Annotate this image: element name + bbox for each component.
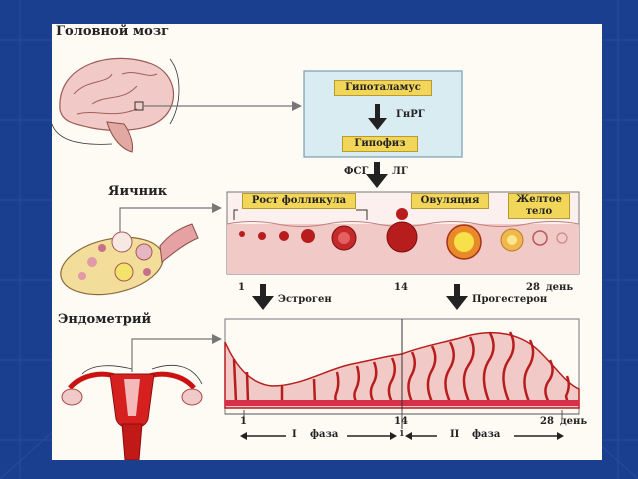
- pituitary-label: Гипофиз: [342, 136, 418, 152]
- brain-illustration: [52, 57, 180, 153]
- phase2-word: фаза: [472, 429, 501, 440]
- endo-day-unit: день: [560, 416, 588, 427]
- uterus-illustration: [61, 364, 203, 460]
- gnrg-label: ГнРГ: [396, 109, 425, 120]
- lg-label: ЛГ: [392, 166, 408, 177]
- diagram-panel: Головной мозг Гипоталамус ГнРГ Гипофиз Ф…: [52, 24, 602, 460]
- ovary-illustration: [60, 223, 199, 296]
- endo-day-sub: 1: [399, 428, 405, 438]
- ovary-day-start: 1: [238, 282, 245, 293]
- follicle-growth-label: Рост фолликула: [242, 193, 356, 209]
- progesterone-label: Прогестерон: [472, 294, 548, 305]
- day-ticks: [243, 410, 563, 418]
- corpus-luteum-label: Желтое тело: [508, 193, 570, 219]
- estrogen-label: Эстроген: [278, 294, 332, 305]
- endometrium-label: Эндометрий: [58, 312, 152, 327]
- ovulation-label: Овуляция: [411, 193, 489, 209]
- ovary-day-unit: день: [546, 282, 574, 293]
- hypothalamus-label: Гипоталамус: [334, 80, 432, 96]
- ovary-label: Яичник: [108, 184, 168, 199]
- phase1-numeral: I: [292, 429, 297, 440]
- phase1-word: фаза: [310, 429, 339, 440]
- corpus-luteum-line2: тело: [525, 206, 553, 217]
- endo-day-mid: 14: [394, 416, 408, 427]
- follicles: [239, 208, 568, 260]
- diagram-artwork: [52, 57, 580, 460]
- ovary-day-end: 28: [526, 282, 540, 293]
- corpus-luteum-line1: Желтое: [516, 194, 562, 205]
- ovary-day-mid: 14: [394, 282, 408, 293]
- phase2-numeral: II: [450, 429, 460, 440]
- endo-day-start: 1: [240, 416, 247, 427]
- fsg-label: ФСГ: [344, 166, 369, 177]
- endo-day-end: 28: [540, 416, 554, 427]
- brain-label: Головной мозг: [56, 24, 170, 39]
